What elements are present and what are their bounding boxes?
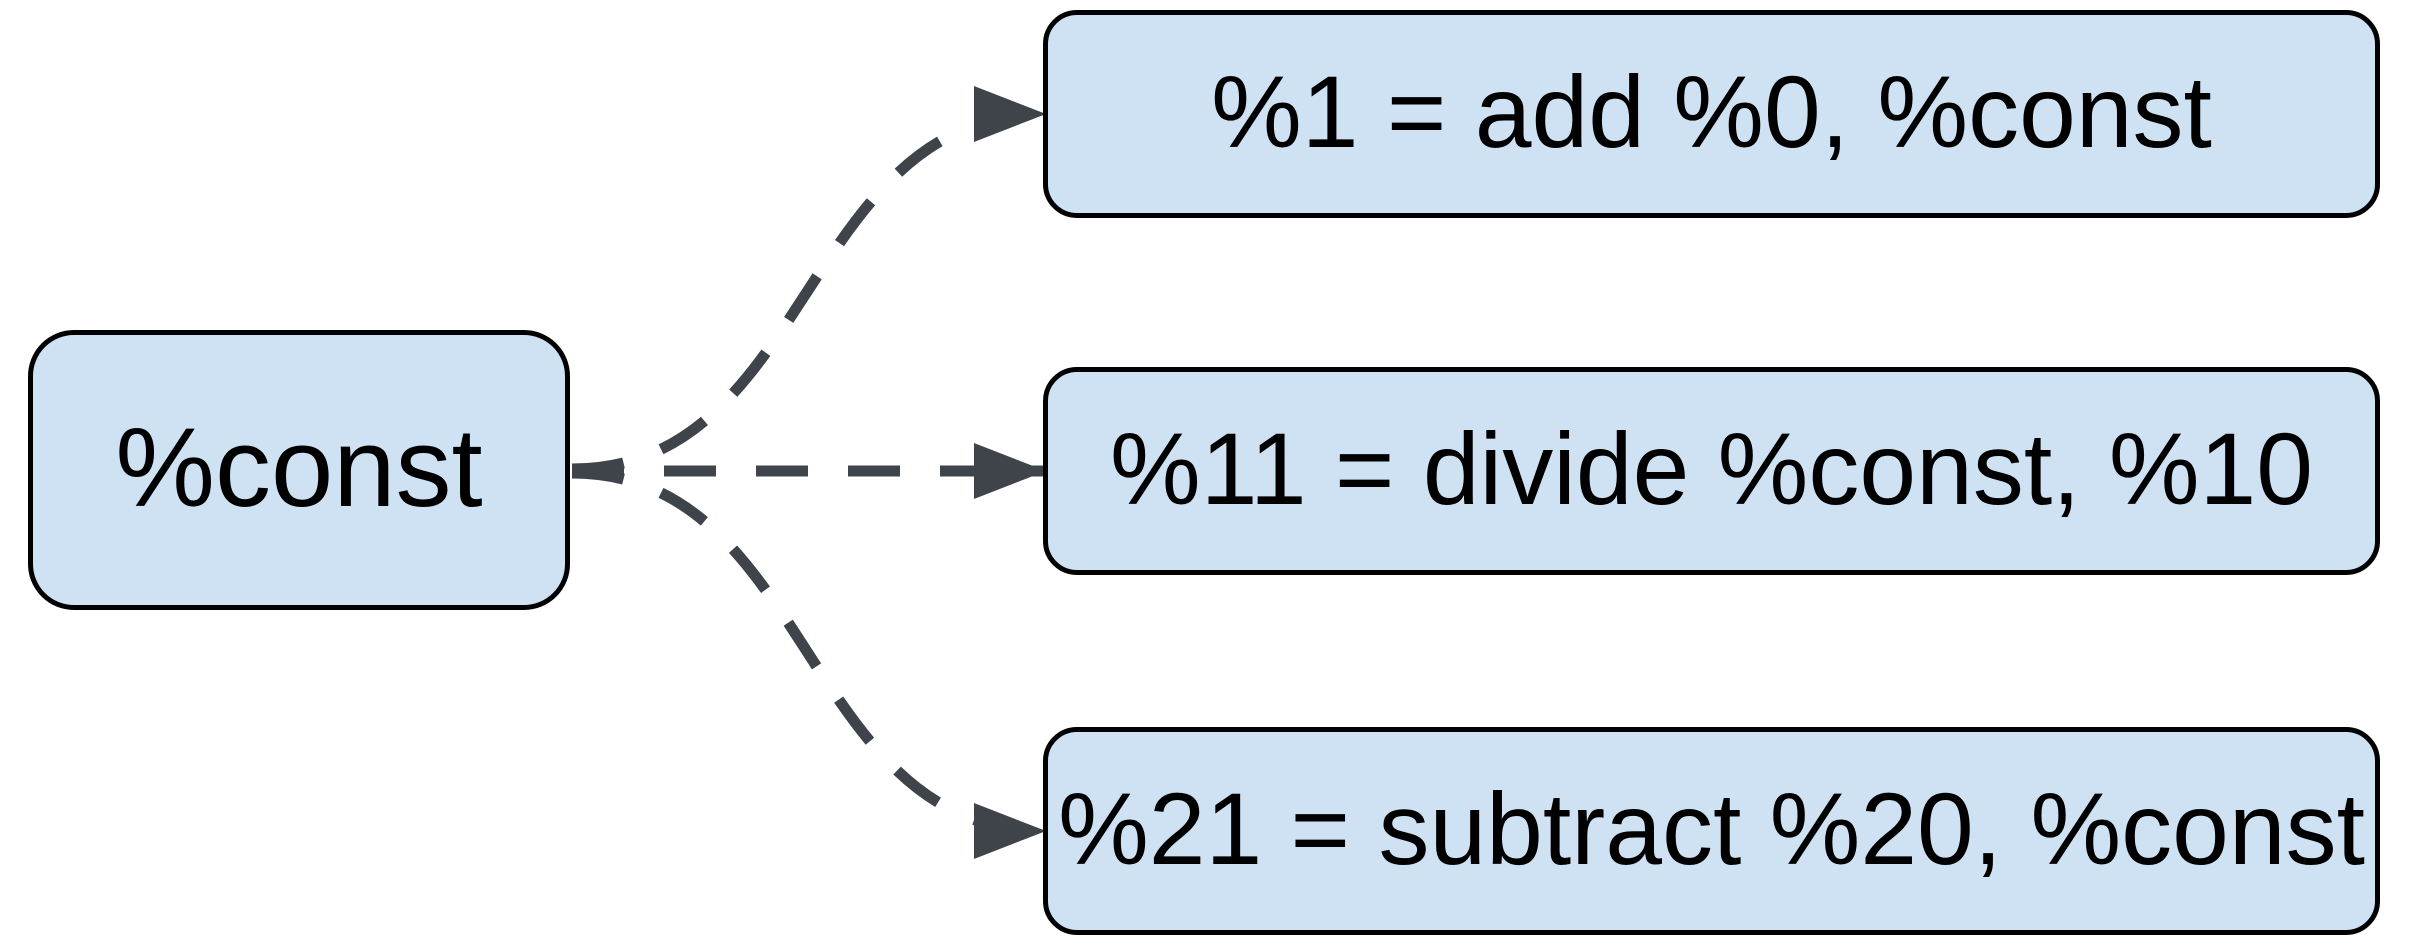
node-divide-instruction: %11 = divide %const, %10 xyxy=(1043,367,2380,575)
node-divide-instruction-label: %11 = divide %const, %10 xyxy=(1110,412,2313,526)
node-const: %const xyxy=(28,330,570,610)
node-add-instruction: %1 = add %0, %const xyxy=(1043,10,2380,218)
node-add-instruction-label: %1 = add %0, %const xyxy=(1211,55,2212,169)
arrow-const-to-subtract xyxy=(571,467,1046,859)
arrow-const-to-add xyxy=(571,86,1046,475)
node-subtract-instruction-label: %21 = subtract %20, %const xyxy=(1058,772,2365,886)
node-subtract-instruction: %21 = subtract %20, %const xyxy=(1043,727,2380,935)
node-const-label: %const xyxy=(115,405,483,530)
